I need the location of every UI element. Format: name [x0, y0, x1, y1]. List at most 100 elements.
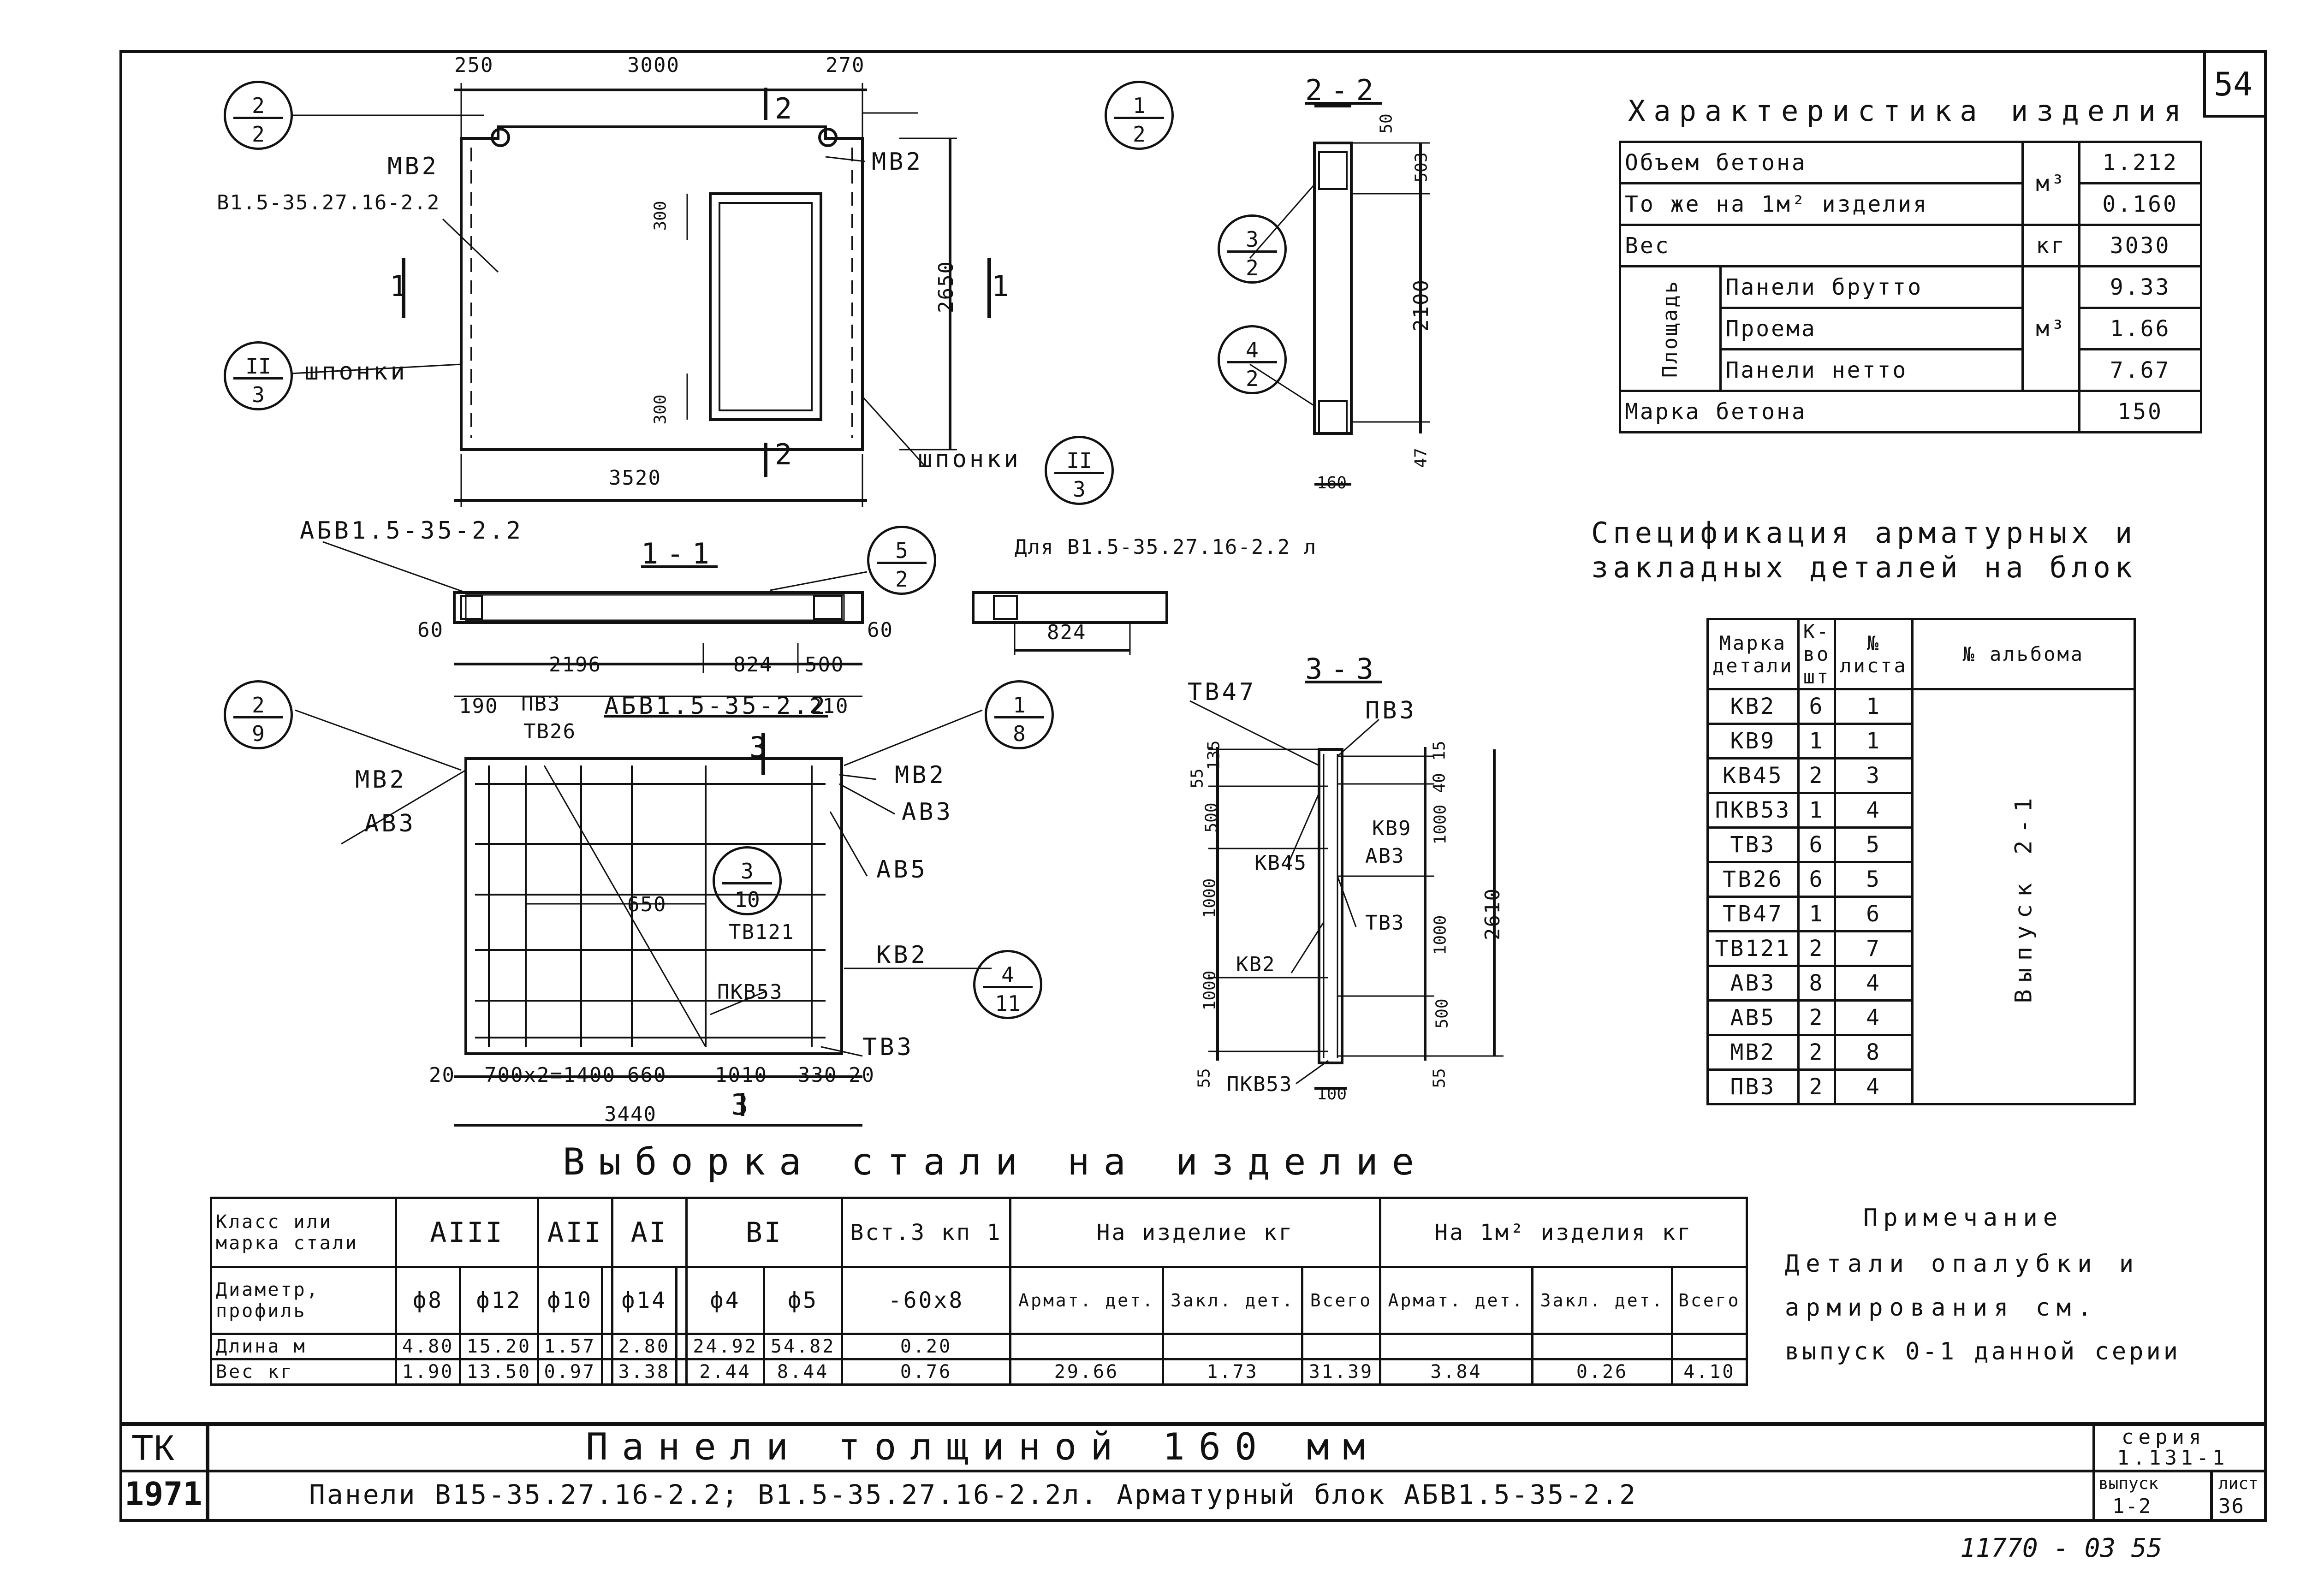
spec-cell: 8 [1834, 1034, 1914, 1071]
steel-class: АI [611, 1197, 688, 1268]
dim-300-bottom: 300 [651, 394, 670, 425]
dim-3440: 3440 [604, 1103, 657, 1126]
dim-3000: 3000 [627, 53, 680, 77]
steel-weight: 2.44 [685, 1358, 766, 1386]
cut-mark-1-right: 1 [992, 269, 1017, 303]
label-panel-mark: В1.5-35.27.16-2.2 [217, 191, 440, 214]
spec-cell: 2 [1797, 999, 1836, 1036]
dim-2100: 2100 [1409, 279, 1433, 332]
steel-diam [675, 1266, 688, 1335]
steel-sub: Всего [1301, 1266, 1381, 1335]
dim-700x2: 700х2=1400 [484, 1063, 616, 1087]
char-label: Объем бетона [1619, 141, 2024, 184]
dim-500: 500 [805, 653, 844, 676]
steel-length: 2.80 [611, 1333, 678, 1360]
steel-diam: ф4 [685, 1266, 766, 1335]
steel-diam: -60х8 [840, 1266, 1012, 1335]
steel-per-m2: На 1м² изделия кг [1379, 1197, 1748, 1268]
reinforcement-block [295, 695, 992, 1127]
label-tv3-block: ТВ3 [862, 1033, 914, 1061]
dim-160: 160 [1317, 474, 1347, 492]
spec-cell: 4 [1834, 965, 1914, 1002]
sheet-subtitle: Панели В15-35.27.16-2.2; В1.5-35.27.16-2… [309, 1479, 1638, 1510]
label-av3-block-left: АВ3 [364, 810, 416, 837]
steel-weight: 0.97 [536, 1358, 603, 1386]
steel-sub: Армат. дет. [1009, 1266, 1164, 1335]
spec-cell: 1 [1797, 723, 1836, 759]
steel-sub: Закл. дет. [1161, 1266, 1304, 1335]
steel-title: Выборка стали на изделие [563, 1140, 1428, 1183]
steel-total-m2: 4.10 [1670, 1358, 1748, 1386]
dim-20-right: 20 [849, 1063, 875, 1087]
dim-1000-right-a: 1000 [1431, 804, 1450, 845]
section-2-2 [1249, 105, 1430, 486]
label-kv45: КВ45 [1254, 851, 1307, 875]
steel-diam-label: Диаметр, профиль [210, 1266, 397, 1335]
spec-cell: 8 [1797, 965, 1836, 1002]
dim-500-right: 500 [1432, 998, 1452, 1029]
steel-length: 0.20 [840, 1333, 1012, 1360]
cut-mark-3-bottom: 3 [731, 1088, 757, 1121]
spec-cell: ПВ3 [1706, 1068, 1800, 1105]
steel-total-m2: 3.84 [1379, 1358, 1534, 1386]
steel-weight-label: Вес кг [210, 1358, 397, 1386]
issue-label: выпуск [2098, 1474, 2159, 1493]
dim-1000-right-b: 1000 [1431, 915, 1450, 955]
char-unit: м³ [2021, 265, 2081, 392]
dim-2650: 2650 [934, 261, 958, 313]
spec-cell: 6 [1797, 826, 1836, 863]
char-value: 3030 [2078, 224, 2202, 267]
spec-cell: 4 [1834, 999, 1914, 1036]
spec-cell: 3 [1834, 757, 1914, 794]
label-tv47: ТВ47 [1188, 678, 1257, 706]
steel-weight [675, 1358, 688, 1386]
spec-cell: 1 [1797, 896, 1836, 932]
dim-20-left: 20 [429, 1063, 455, 1087]
steel-sub: Закл. дет. [1531, 1266, 1673, 1335]
sheet-corner-number: 54 [2214, 65, 2253, 103]
spec-cell: 1 [1834, 723, 1914, 759]
dim-2610: 2610 [1480, 888, 1504, 940]
section-1-1 [322, 541, 1168, 673]
dim-135: 135 [1204, 740, 1224, 771]
cut-mark-2-top: 2 [775, 92, 801, 125]
dim-2196: 2196 [549, 653, 601, 676]
title-section-1-1: 1-1 [641, 537, 718, 570]
panel-elevation [290, 83, 991, 507]
spec-header: Марка детали [1706, 618, 1800, 690]
spec-cell: 5 [1834, 861, 1914, 898]
dim-50: 50 [1377, 113, 1396, 134]
steel-table: Класс или марка стали АIII АII АI ВI Вст… [210, 1197, 1748, 1386]
label-pv3-3-3: ПВ3 [1365, 697, 1417, 724]
char-label: Панели нетто [1719, 348, 2024, 392]
year: 1971 [125, 1475, 202, 1513]
dim-330: 330 [798, 1063, 838, 1087]
cut-mark-1-left: 1 [390, 269, 416, 303]
dim-55-right: 55 [1430, 1068, 1449, 1088]
spec-cell: МВ2 [1706, 1034, 1800, 1071]
spec-table: Марка детали К-во шт № листа № альбома К… [1706, 618, 2136, 1105]
dim-1000-left-b: 1000 [1200, 970, 1219, 1011]
spec-cell: 6 [1797, 688, 1836, 725]
steel-weight: 0.76 [840, 1358, 1012, 1386]
label-av3-3-3: АВ3 [1365, 844, 1405, 868]
section-3-3 [1189, 700, 1504, 1090]
steel-weight: 8.44 [763, 1358, 843, 1386]
steel-length: 54.82 [763, 1333, 843, 1360]
label-pkv53-3-3: ПКВ53 [1227, 1073, 1293, 1096]
char-value: 1.212 [2078, 141, 2202, 184]
steel-diam [600, 1266, 613, 1335]
spec-header: № листа [1834, 618, 1914, 690]
steel-weight [600, 1358, 613, 1386]
corner-box [2203, 50, 2267, 118]
dim-60-left: 60 [417, 618, 444, 642]
steel-length: 1.57 [536, 1333, 603, 1360]
steel-length: 4.80 [394, 1333, 462, 1360]
char-label: Проема [1719, 307, 2024, 350]
title-section-2-2: 2-2 [1305, 73, 1382, 107]
steel-diam: ф14 [611, 1266, 678, 1335]
